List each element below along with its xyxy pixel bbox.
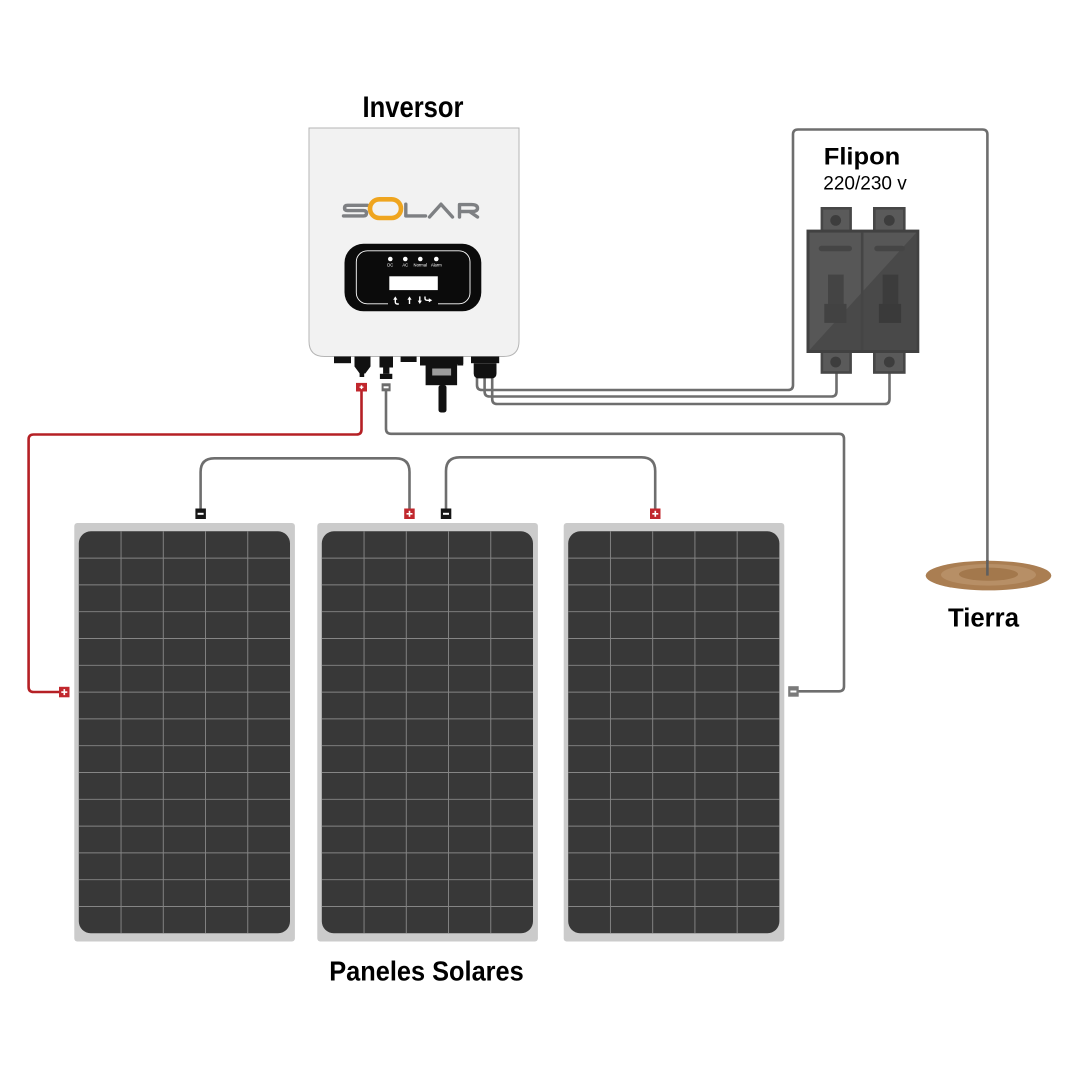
svg-text:DC: DC xyxy=(387,262,393,267)
svg-text:Tierra: Tierra xyxy=(948,605,1020,633)
svg-text:Paneles Solares: Paneles Solares xyxy=(329,956,524,987)
svg-text:Alarm: Alarm xyxy=(431,262,442,267)
svg-text:AC: AC xyxy=(402,262,408,267)
svg-text:Flipon: Flipon xyxy=(824,143,901,170)
svg-text:Normal: Normal xyxy=(414,262,428,267)
svg-text:220/230 v: 220/230 v xyxy=(823,172,907,194)
svg-text:Inversor: Inversor xyxy=(363,91,464,124)
